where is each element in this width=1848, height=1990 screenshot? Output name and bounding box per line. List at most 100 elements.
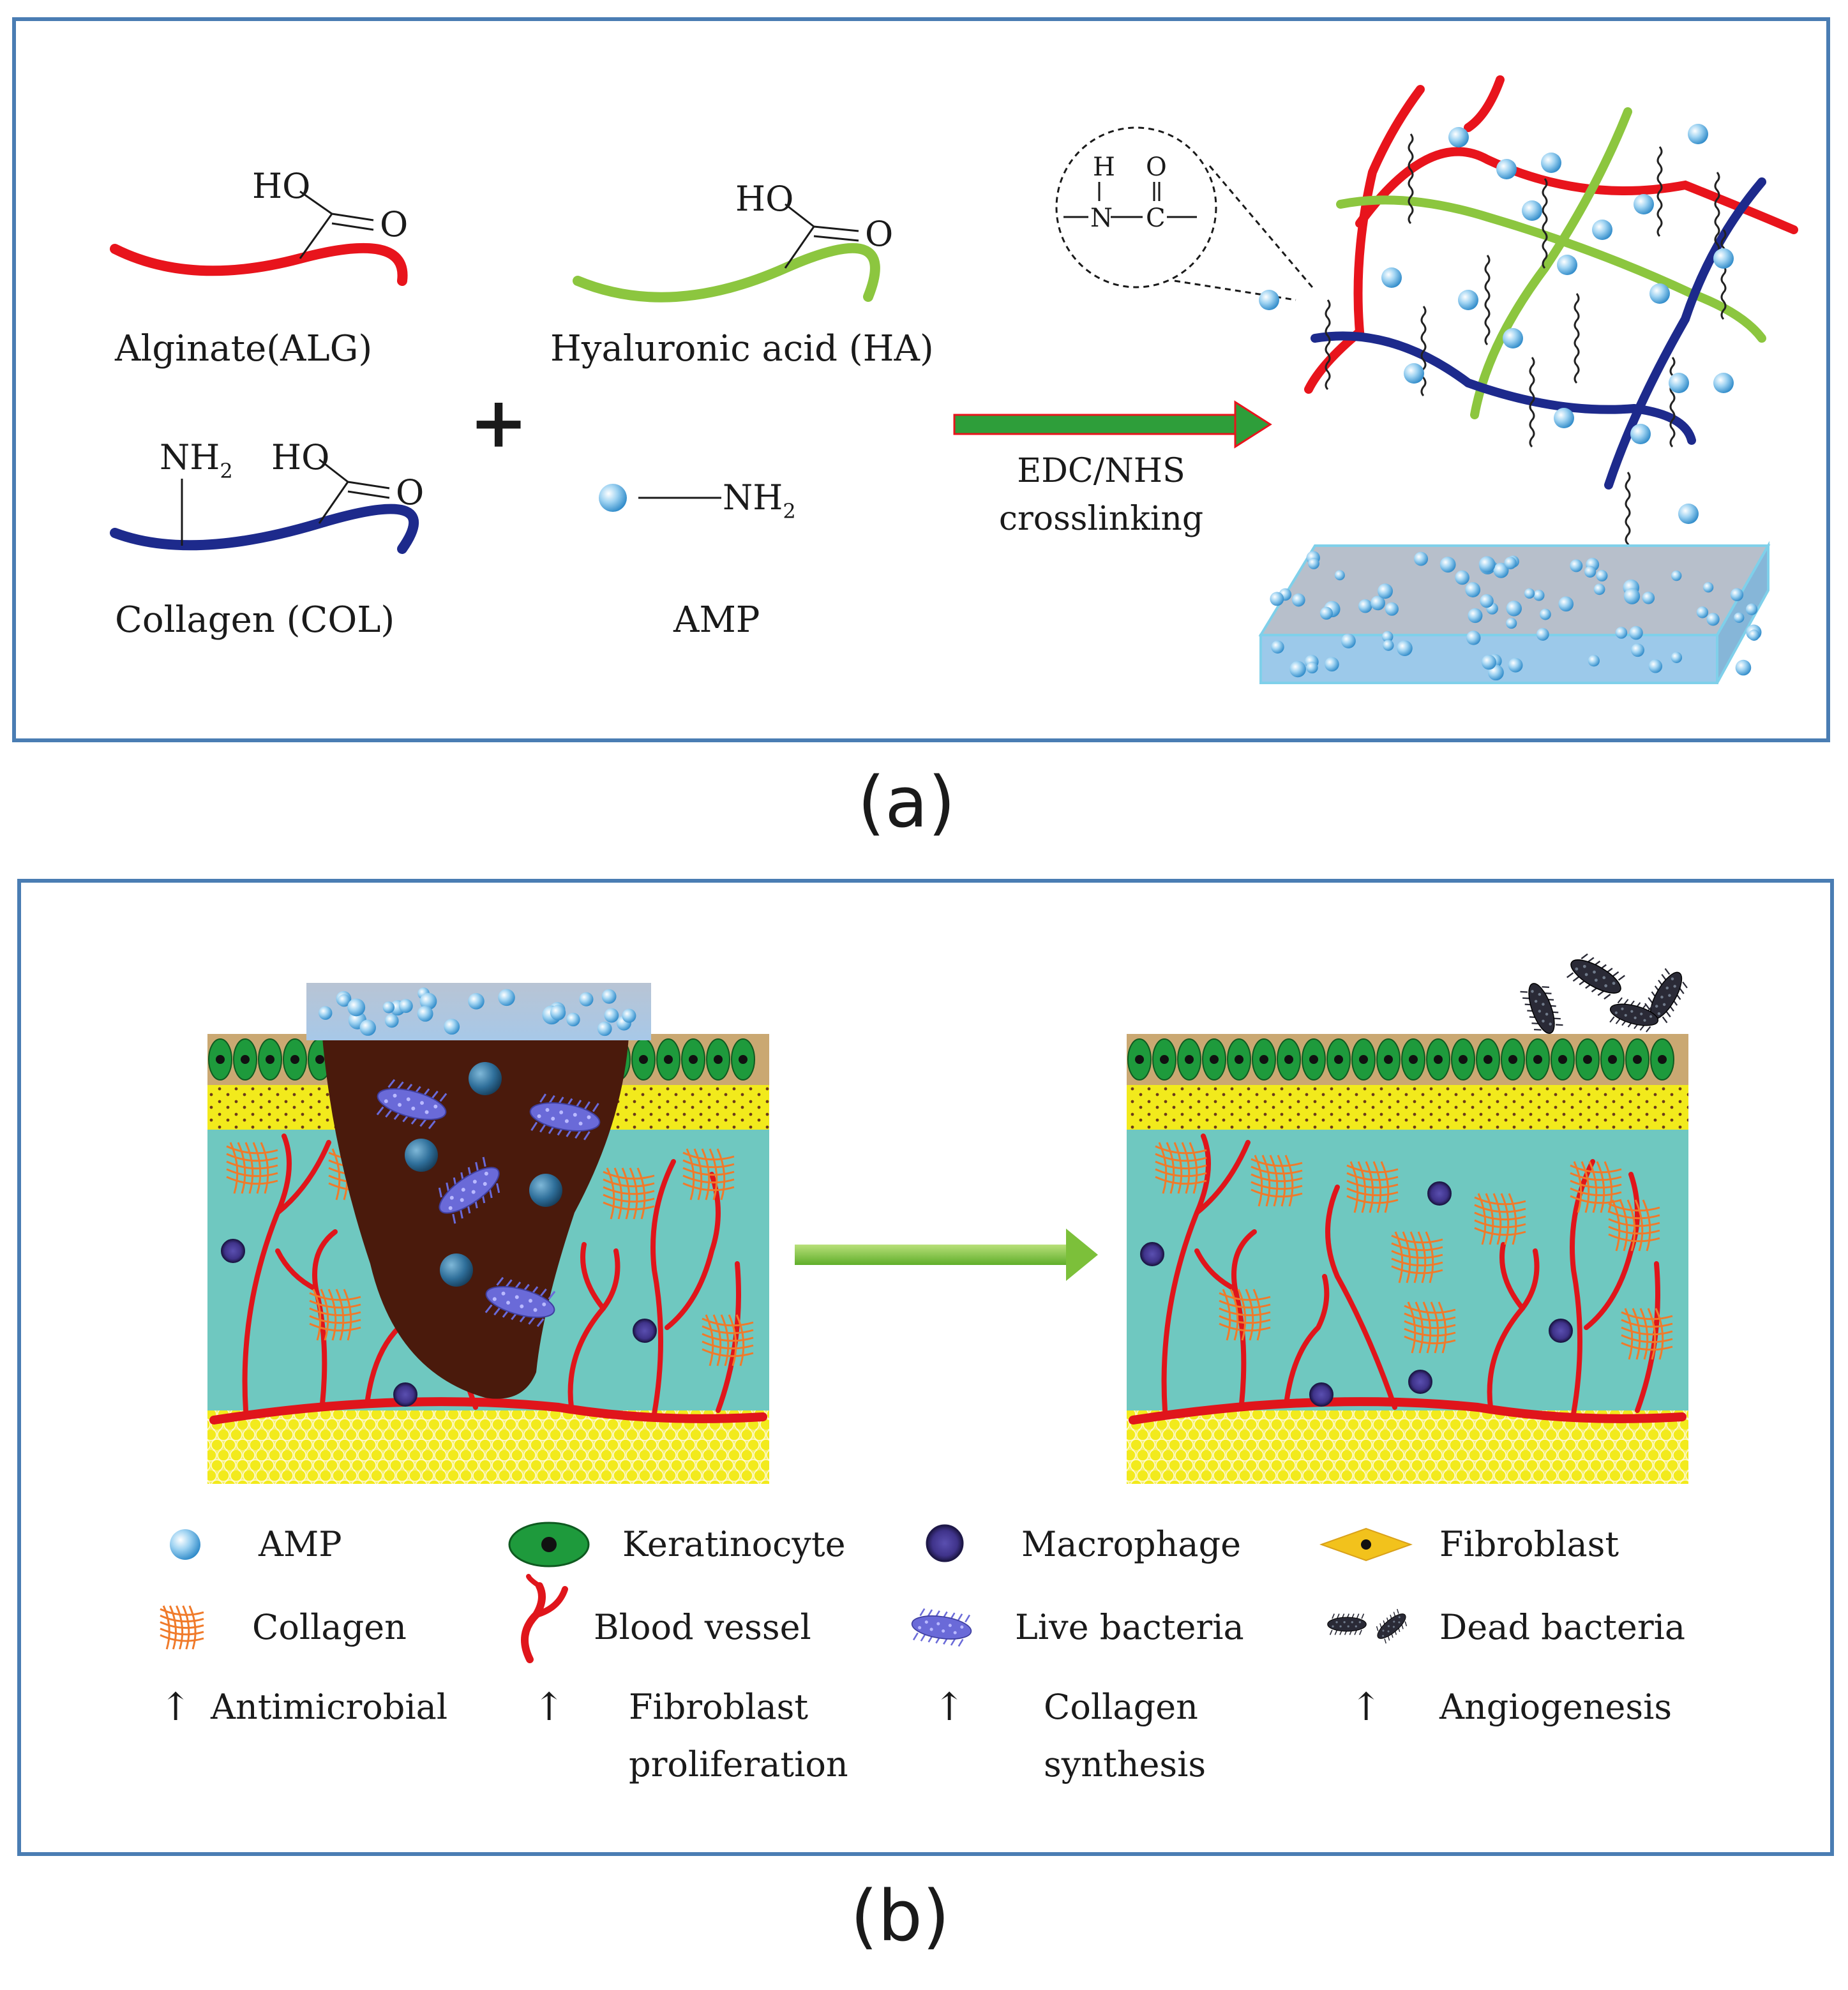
bacteria-pilus	[1359, 1629, 1362, 1635]
bacteria-pilus	[493, 1306, 501, 1316]
collagen-nh: NH2	[160, 437, 233, 483]
bacteria-pilus	[1664, 968, 1671, 975]
bacteria-spot	[1398, 1621, 1401, 1624]
bacteria-body	[1327, 1617, 1367, 1632]
legend: AMP Keratinocyte Macrophage Fibroblast C…	[160, 1522, 1685, 1784]
live-bacteria-icon	[529, 1093, 601, 1141]
collagen-strand	[606, 1167, 615, 1220]
keratinocyte-nucleus	[1484, 1055, 1492, 1064]
collagen-chain	[110, 504, 419, 554]
collagen-strand	[1251, 1188, 1303, 1198]
blood-vessel	[1284, 1274, 1330, 1407]
keratinocyte-nucleus	[739, 1055, 747, 1064]
dressing-amp-dot-icon	[419, 992, 437, 1010]
bacteria-body	[1570, 959, 1621, 994]
keratinocyte-nucleus	[1359, 1055, 1368, 1064]
bacteria-spot	[1545, 1012, 1549, 1016]
collagen-strand	[1155, 1176, 1207, 1185]
bacteria-pilus	[583, 1131, 590, 1141]
collagen-strand	[1596, 1161, 1605, 1213]
keratinocyte-nucleus	[1384, 1055, 1393, 1064]
bacteria-spot	[406, 1097, 410, 1102]
collagen-strand	[1573, 1161, 1582, 1213]
slab-amp-dot-icon	[1455, 570, 1469, 585]
caption-a: (a)	[857, 761, 955, 843]
zoom-circle	[1055, 126, 1217, 288]
legend-collagen-label: Collagen	[252, 1607, 407, 1647]
legend-blood-vessel-label: Blood vessel	[594, 1607, 811, 1647]
crosslink-squiggle	[1542, 178, 1548, 269]
slab-amp-dot-icon	[1383, 640, 1394, 651]
bacteria-pilus	[958, 1638, 964, 1647]
keratinocyte-nucleus	[241, 1055, 250, 1064]
blood-vessel	[1194, 1248, 1238, 1292]
keratinocyte-row-right	[1127, 1038, 1674, 1081]
bacteria-pilus	[1646, 1026, 1651, 1033]
keratinocyte-nucleus	[689, 1055, 698, 1064]
dressing-amp-dot-icon	[622, 1008, 636, 1023]
keratinocyte-nucleus	[1508, 1055, 1517, 1064]
bacteria-pilus	[1329, 1629, 1333, 1635]
crosslink-squiggle	[1574, 293, 1580, 384]
dressing-amp-dot-icon	[468, 993, 485, 1010]
blood-vessel	[275, 1140, 331, 1215]
slab-amp-dot-icon	[1306, 661, 1318, 674]
collagen-strand	[1430, 1301, 1439, 1354]
dressing-amp-dot-icon	[604, 1008, 619, 1023]
blood-vessel	[1161, 1133, 1211, 1413]
collagen-strand	[1349, 1161, 1359, 1213]
effect-up-arrow-icon: ↑	[160, 1685, 192, 1730]
collagen-strand	[1365, 1161, 1374, 1213]
collagen-strand	[720, 1314, 730, 1366]
dressing-amp-dot-icon	[550, 1005, 566, 1021]
bacteria-pilus	[1682, 982, 1688, 989]
legend-collagen-icon	[160, 1605, 204, 1650]
panel-b-frame	[17, 879, 1834, 1856]
amp-bead-icon	[1678, 504, 1699, 524]
collagen-strand	[1219, 1315, 1271, 1324]
blood-vessel	[1487, 1248, 1540, 1410]
bacteria-spot	[461, 1188, 465, 1192]
bacteria-spot	[1387, 1630, 1390, 1633]
collagen-strand	[1508, 1193, 1517, 1245]
slab-amp-dot-icon	[1504, 557, 1517, 569]
collagen-strand	[702, 1317, 754, 1327]
dressing-amp-dot-icon	[338, 994, 350, 1007]
slab-amp-dot-icon	[1466, 631, 1481, 645]
collagen-strand	[705, 1314, 714, 1366]
collagen-strand	[682, 1174, 735, 1184]
collagen-strand	[162, 1605, 170, 1650]
alginate-molecule: HO O	[110, 166, 408, 286]
macrophage-icon	[1408, 1370, 1432, 1394]
bacteria-pilus	[431, 1090, 439, 1100]
slab-amp-dot-icon	[1570, 559, 1583, 572]
bacteria-spot	[545, 1108, 550, 1112]
collagen-strand	[182, 1605, 190, 1650]
bacteria-spot	[924, 1620, 928, 1624]
collagen-strand	[1417, 1231, 1427, 1283]
slab-amp-dot-icon	[1385, 602, 1399, 616]
bacteria-pilus	[1617, 997, 1623, 1004]
amp-molecule: NH2	[599, 477, 796, 523]
bacteria-spot	[1665, 986, 1669, 990]
collagen-strand	[1474, 1196, 1526, 1206]
bacteria-spot	[537, 1114, 541, 1118]
collagen-strand	[1655, 1308, 1664, 1360]
alginate-chain	[110, 243, 408, 286]
blood-vessel	[1231, 1229, 1257, 1407]
bacteria-pilus	[387, 1079, 396, 1088]
slab-amp-dot-icon	[1696, 606, 1709, 618]
dressing-amp-dot-icon	[566, 1012, 580, 1027]
collagen-strand	[1492, 1193, 1502, 1245]
keratinocyte-nucleus	[1210, 1055, 1219, 1064]
collagen-strand	[735, 1314, 745, 1366]
keratinocyte-nucleus	[1185, 1055, 1194, 1064]
blood-vessel	[580, 1242, 606, 1311]
bacteria-spot	[1612, 982, 1616, 985]
bacteria-spot	[1671, 977, 1674, 980]
bacteria-spot	[472, 1179, 477, 1184]
hyaluronic-ho: HO	[735, 179, 793, 219]
bacteria-spot	[587, 1115, 591, 1119]
bacteria-spot	[1660, 996, 1664, 999]
blood-vessel	[567, 1248, 620, 1410]
